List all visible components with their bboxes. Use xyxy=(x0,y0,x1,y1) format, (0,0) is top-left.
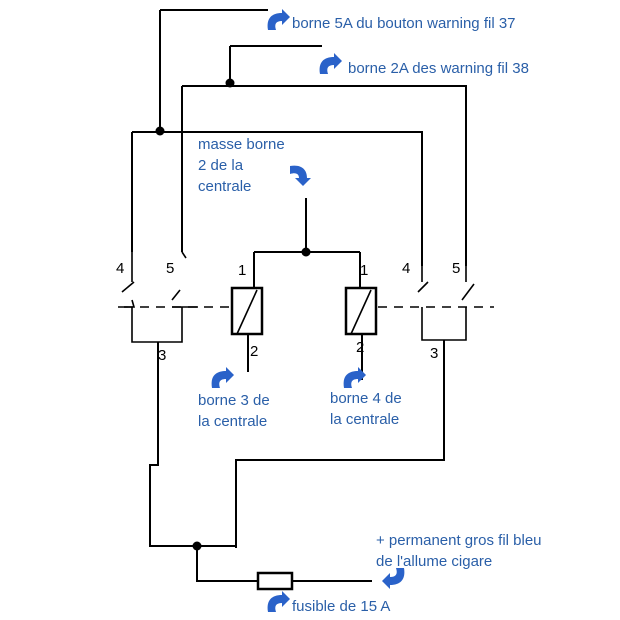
junction-dot xyxy=(225,78,235,88)
pin-relay-right-2: 2 xyxy=(356,339,365,356)
curved-arrow-icon xyxy=(211,367,234,388)
wire-right-3 xyxy=(235,340,445,548)
wire-fil-37 xyxy=(159,9,268,130)
label-permanent: + permanent gros fil bleu de l'allume ci… xyxy=(376,532,542,570)
curved-arrow-icon xyxy=(319,53,342,74)
switch-right-4 xyxy=(417,266,429,293)
switch-left-5 xyxy=(171,251,198,308)
relay-left-diagonal xyxy=(236,289,258,335)
pin-left-5: 5 xyxy=(166,260,175,277)
label-borne-4: borne 4 de la centrale xyxy=(330,390,402,428)
switch-right-body xyxy=(421,307,467,341)
curved-arrow-icon xyxy=(267,591,290,612)
pin-right-4: 4 xyxy=(402,260,411,277)
curved-arrow-icon xyxy=(343,367,366,388)
curved-arrow-icon xyxy=(290,165,311,186)
label-borne-2a: borne 2A des warning fil 38 xyxy=(348,60,529,77)
wire-masse xyxy=(253,198,361,290)
pin-relay-left-1: 1 xyxy=(238,262,247,279)
pin-left-3: 3 xyxy=(158,347,167,364)
pin-relay-left-2: 2 xyxy=(250,343,259,360)
label-borne-5a: borne 5A du bouton warning fil 37 xyxy=(292,15,516,32)
label-borne-3: borne 3 de la centrale xyxy=(198,392,270,430)
wire-bus-5a xyxy=(132,131,423,266)
pin-left-4: 4 xyxy=(116,260,125,277)
wire-bus-2a xyxy=(182,85,467,266)
switch-right-5 xyxy=(461,266,475,301)
label-fusible: fusible de 15 A xyxy=(292,598,391,615)
junction-dot xyxy=(155,126,165,136)
switch-left-4 xyxy=(118,252,136,308)
pin-relay-right-1: 1 xyxy=(360,262,369,279)
junction-dot xyxy=(301,247,311,257)
curved-arrow-icon xyxy=(267,9,290,30)
pin-right-5: 5 xyxy=(452,260,461,277)
wire-fil-38 xyxy=(229,45,322,86)
fuse-symbol xyxy=(256,571,294,591)
pin-right-3: 3 xyxy=(430,345,439,362)
relay-right-diagonal xyxy=(350,289,372,335)
label-masse: masse borne 2 de la centrale xyxy=(198,136,285,195)
wire-left-3 xyxy=(149,342,196,547)
curved-arrow-icon xyxy=(382,568,405,589)
switch-left-body xyxy=(131,307,183,343)
wire-to-fuse xyxy=(196,546,372,582)
